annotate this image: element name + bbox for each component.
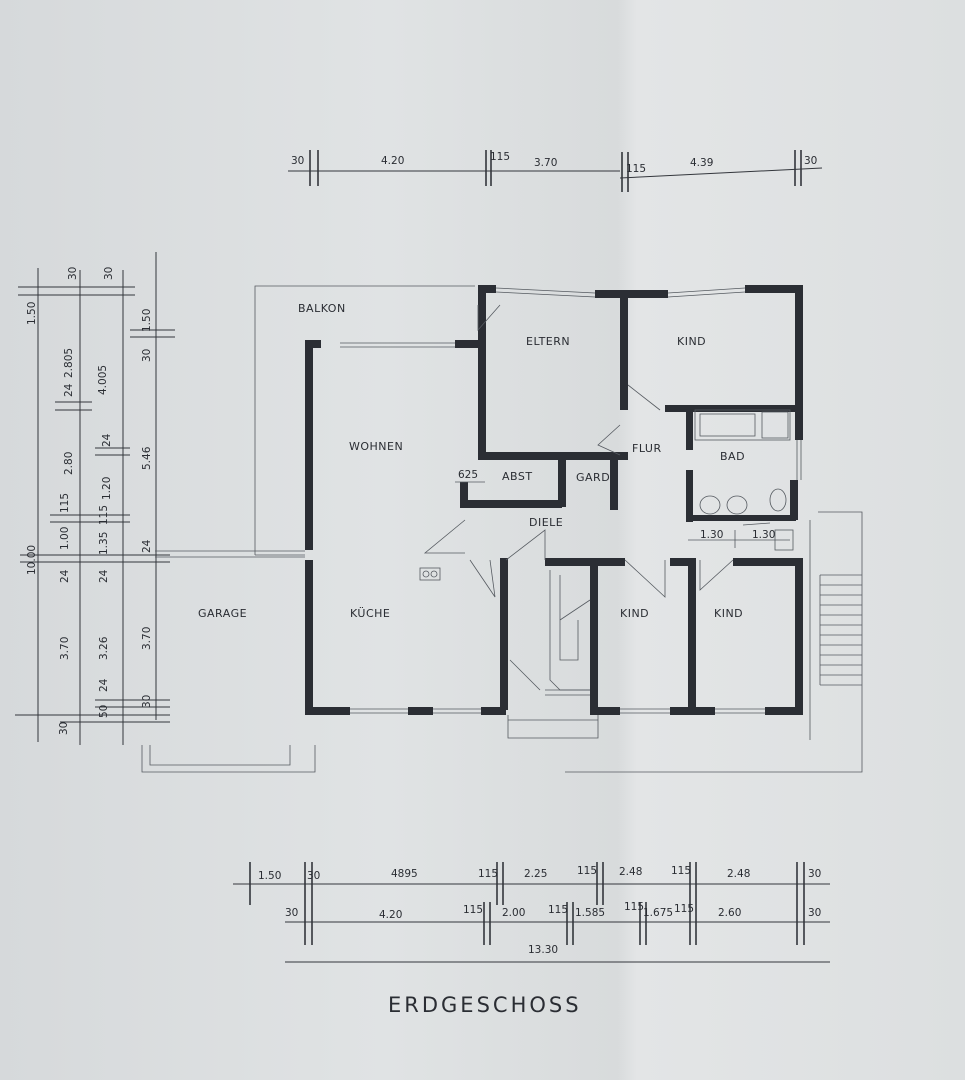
dim-left-mid-c: 24 [63,383,75,397]
dim-left-mid-f: 1.00 [59,527,71,550]
dim-left-mid-e: 115 [59,493,71,513]
room-label-abst: ABST [502,470,533,483]
windows [340,287,802,714]
room-label-kind-s1: KIND [620,607,649,620]
dim-bottom2-i: 115 [674,903,694,915]
dim-left-inner-i: 24 [98,678,110,692]
dim-bottom2-b: 4.20 [379,909,402,921]
plan-title: ERDGESCHOSS [388,993,582,1017]
bottom-dimension-chains: 1.50 30 4895 115 2.25 115 2.48 115 2.48 … [233,862,830,963]
room-label-kind-ne: KIND [677,335,706,348]
dim-top-d: 3.70 [534,157,557,169]
top-dimension-chain: 30 4.20 115 3.70 115 4.39 30 [288,150,823,192]
room-label-flur: FLUR [632,442,662,455]
room-label-balkon: BALKON [298,302,346,315]
dim-bottom2-f: 1.585 [575,907,605,919]
room-label-diele: DIELE [529,516,563,529]
dim-bottom1-j: 30 [808,868,821,880]
dim-total: 13.30 [528,944,558,956]
dim-left-inner-h: 3.26 [98,636,110,660]
dim-left-outer-b: 10.00 [26,545,38,575]
dim-bottom1-e: 2.25 [524,868,547,880]
dim-left-inner-c: 24 [101,433,113,447]
interior-stair [507,570,599,739]
dim-bottom1-d: 115 [478,868,498,880]
dim-bottom1-g: 2.48 [619,866,642,878]
dim-left-edge-f: 30 [141,695,153,708]
room-label-garage: GARAGE [198,607,247,620]
dim-top-e: 115 [626,163,646,175]
dim-top-c: 115 [490,151,510,163]
dim-bottom1-f: 115 [577,865,597,877]
dim-left-mid-b: 2.805 [63,348,75,378]
dim-left-outer-a: 1.50 [26,302,38,325]
room-label-kind-s2: KIND [714,607,743,620]
dim-left-inner-j: 50 [98,705,110,718]
dim-inner-a: 625 [458,469,478,481]
balcony-outline [254,285,475,556]
dim-top-b: 4.20 [381,155,404,167]
dim-left-edge-e: 3.70 [141,627,153,650]
dim-inner-b: 1.30 [700,529,723,541]
dim-bottom2-g: 115 [624,901,644,913]
exterior-terrace [565,511,863,773]
dim-left-edge-c: 5.46 [141,446,153,470]
dim-top-g: 30 [804,155,817,167]
dim-bottom1-a: 1.50 [258,870,281,882]
inner-dimensions: 625 1.30 1.30 [455,469,790,548]
dim-bottom2-k: 30 [808,907,821,919]
dim-bottom1-i: 2.48 [727,868,750,880]
dim-bottom2-j: 2.60 [718,907,741,919]
room-label-gard: GARD [576,471,610,484]
dim-left-inner-d: 1.20 [101,477,113,500]
dim-left-inner-b: 4.005 [97,365,109,395]
dim-bottom2-e: 115 [548,904,568,916]
dim-bottom1-b: 30 [307,870,320,882]
dim-left-inner-f: 115 [98,505,110,525]
dim-top-a: 30 [291,155,304,167]
room-label-kueche: KÜCHE [350,607,390,620]
dim-bottom1-c: 4895 [391,868,418,880]
dim-left-edge-d: 24 [141,539,153,553]
dim-left-edge-b: 30 [141,349,153,362]
dim-left-outer-c: 30 [58,722,70,735]
dim-bottom2-d: 2.00 [502,907,525,919]
dim-bottom2-h: 1.675 [643,907,673,919]
kitchen-stove [419,567,441,581]
room-label-wohnen: WOHNEN [349,440,403,453]
dim-top-f: 4.39 [690,157,713,169]
dim-left-mid-h: 3.70 [59,637,71,660]
dim-left-mid-g: 24 [59,569,71,583]
walls [305,285,803,715]
dim-left-inner-e: 1.35 [98,532,110,555]
dim-left-edge-a: 1.50 [141,309,153,332]
room-label-eltern: ELTERN [526,335,570,348]
dim-bottom2-c: 115 [463,904,483,916]
dim-left-mid-a: 30 [67,267,79,280]
dim-bottom2-a: 30 [285,907,298,919]
dim-inner-c: 1.30 [752,529,775,541]
door-swings [423,304,771,598]
dim-bottom1-h: 115 [671,865,691,877]
room-labels: BALKON ELTERN KIND WOHNEN FLUR BAD ABST … [198,302,745,620]
dim-left-inner-a: 30 [103,267,115,280]
dim-left-inner-g: 24 [98,569,110,583]
exterior-stair-steps [819,574,862,686]
room-label-bad: BAD [720,450,745,463]
dim-left-mid-d: 2.80 [63,452,75,475]
left-dimension-chains: 1.50 10.00 30 30 2.805 24 2.80 115 1.00 … [15,252,175,745]
garage-outline [141,550,316,773]
